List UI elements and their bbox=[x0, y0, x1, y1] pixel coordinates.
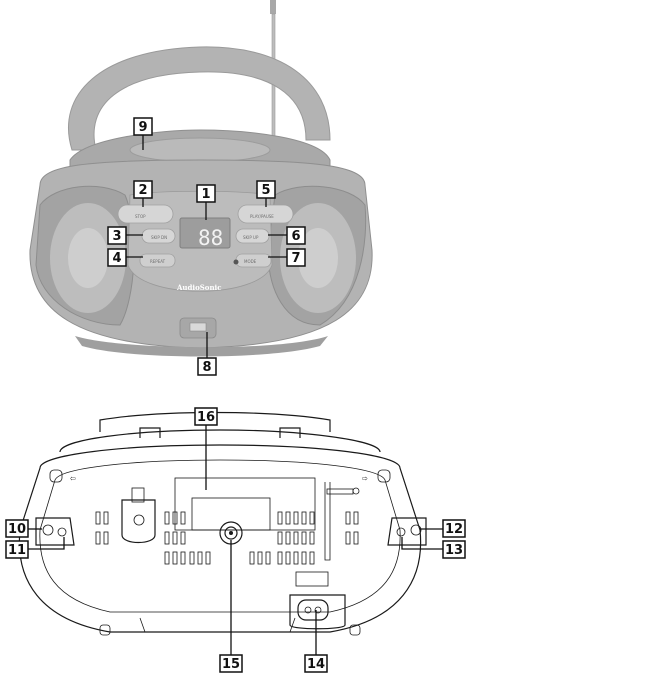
repeat-button[interactable]: REPEAT bbox=[139, 253, 176, 268]
leader-lines bbox=[26, 134, 443, 655]
callout-5: 5 bbox=[256, 180, 276, 199]
mode-button-label: MODE bbox=[244, 259, 257, 264]
ac-power-socket[interactable] bbox=[289, 571, 346, 630]
callout-1: 1 bbox=[196, 184, 216, 203]
repeat-button-label: REPEAT bbox=[150, 259, 166, 264]
callout-13: 13 bbox=[442, 540, 466, 559]
skip-up-button[interactable]: SKIP UP bbox=[235, 228, 270, 244]
callout-7: 7 bbox=[286, 248, 306, 267]
skip-up-button-label: SKIP UP bbox=[243, 235, 259, 240]
mode-button[interactable]: MODE bbox=[235, 253, 272, 268]
callout-14: 14 bbox=[304, 654, 328, 673]
skip-down-button-label: SKIP DN bbox=[151, 235, 167, 240]
svg-text:10: 10 bbox=[8, 522, 26, 537]
callout-8: 8 bbox=[197, 357, 217, 376]
left-jacks[interactable] bbox=[35, 517, 75, 546]
svg-text:⇦: ⇦ bbox=[70, 474, 76, 483]
skip-down-button[interactable]: SKIP DN bbox=[141, 228, 176, 244]
right-jacks[interactable] bbox=[387, 517, 427, 546]
svg-text:14: 14 bbox=[307, 657, 325, 672]
svg-text:16: 16 bbox=[197, 410, 215, 425]
brand-logo: AudioSonic bbox=[176, 283, 221, 292]
svg-text:3: 3 bbox=[112, 229, 121, 244]
stop-button[interactable]: STOP bbox=[117, 204, 174, 224]
callout-15: 15 bbox=[219, 654, 243, 673]
svg-text:8: 8 bbox=[202, 360, 211, 375]
lcd-digits: 88 bbox=[198, 226, 223, 250]
callout-4: 4 bbox=[107, 248, 127, 267]
svg-text:⇨: ⇨ bbox=[362, 474, 368, 483]
battery-compartment bbox=[174, 477, 316, 531]
svg-text:1: 1 bbox=[201, 187, 210, 202]
svg-text:15: 15 bbox=[222, 657, 240, 672]
stop-button-label: STOP bbox=[135, 214, 146, 219]
rear-view: ⇦ ⇨ bbox=[18, 411, 427, 636]
svg-text:13: 13 bbox=[445, 543, 463, 558]
callout-10: 10 bbox=[5, 519, 29, 538]
lcd-display: 88 bbox=[179, 217, 231, 250]
svg-text:2: 2 bbox=[138, 183, 147, 198]
vent-slots-left bbox=[95, 511, 211, 565]
left-speaker bbox=[35, 185, 135, 326]
play-pause-button-label: PLAY/PAUSE bbox=[250, 214, 274, 219]
callout-12: 12 bbox=[442, 519, 466, 538]
rear-antenna bbox=[324, 482, 360, 561]
svg-text:7: 7 bbox=[291, 251, 300, 266]
usb-port[interactable] bbox=[179, 317, 217, 339]
carry-handle bbox=[67, 46, 331, 151]
svg-text:11: 11 bbox=[8, 543, 26, 558]
callout-16: 16 bbox=[194, 407, 218, 426]
front-view: 88 STOP SKIP DN REPEAT PLAY/PAUSE SKIP U… bbox=[29, 0, 373, 357]
svg-text:4: 4 bbox=[112, 251, 121, 266]
callout-9: 9 bbox=[133, 117, 153, 136]
callouts: 1 2 3 4 5 6 7 8 bbox=[5, 117, 466, 673]
front-base bbox=[75, 336, 328, 357]
callout-2: 2 bbox=[133, 180, 153, 199]
vent-slots-right bbox=[249, 511, 359, 565]
callout-6: 6 bbox=[286, 226, 306, 245]
svg-text:5: 5 bbox=[261, 183, 270, 198]
indicator-led bbox=[233, 259, 239, 265]
svg-text:12: 12 bbox=[445, 522, 463, 537]
svg-text:9: 9 bbox=[138, 120, 147, 135]
rear-shell bbox=[18, 444, 422, 633]
cord-holder bbox=[121, 487, 156, 544]
callout-11: 11 bbox=[5, 540, 29, 559]
callout-3: 3 bbox=[107, 226, 127, 245]
play-pause-button[interactable]: PLAY/PAUSE bbox=[237, 204, 294, 224]
svg-text:6: 6 bbox=[291, 229, 300, 244]
